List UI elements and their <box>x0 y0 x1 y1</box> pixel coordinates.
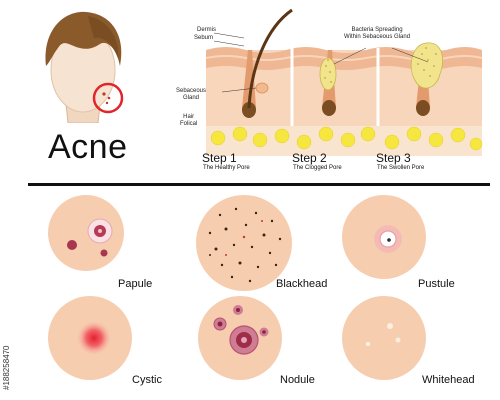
hair-shade <box>88 16 119 58</box>
blackhead-red-dots <box>225 220 263 256</box>
bacteria-leader <box>391 47 429 63</box>
type-label-blackhead: Blackhead <box>276 278 328 290</box>
acne-dot <box>107 96 111 100</box>
swollen-pore-3 <box>410 42 443 89</box>
hair-follicle-1 <box>242 50 256 114</box>
bacteria-dots-3 <box>417 47 437 77</box>
blackhead-dots <box>208 207 282 283</box>
hair-strand-1 <box>247 8 293 109</box>
type-label-nodule: Nodule <box>280 374 315 386</box>
follicle-bulb-1 <box>242 102 256 118</box>
sebaceous-gland-label: Sebaceous Gland <box>176 88 207 101</box>
hair-follicle-label: Hair Folical <box>180 114 198 127</box>
type-label-cystic: Cystic <box>132 374 162 386</box>
sebaceous-gland-1 <box>255 82 269 94</box>
dermis-label: Dermis <box>197 27 216 33</box>
cystic-circle <box>48 296 132 380</box>
follicle-bulb-3 <box>416 100 430 116</box>
bacteria-leader <box>333 47 367 65</box>
whitehead-circle <box>342 296 426 380</box>
blackhead-circle <box>196 195 292 291</box>
pustule-circle <box>342 195 426 279</box>
dermis-leader <box>213 32 245 39</box>
head-illustration <box>45 11 124 123</box>
follicle-bulb-2 <box>322 100 336 116</box>
step-1-title: Step 1 <box>202 151 237 165</box>
type-label-papule: Papule <box>118 278 153 290</box>
skin-cross-section <box>205 8 483 156</box>
step-3-subtitle: The Swollen Pore <box>377 165 425 171</box>
step-2-title: Step 2 <box>292 151 327 165</box>
sebaceous-leader <box>221 87 257 93</box>
sebum-label: Sebum <box>194 35 214 41</box>
sebum-plug-2 <box>319 57 337 91</box>
nodule-circle <box>198 296 282 380</box>
papule-circle <box>48 195 124 271</box>
fat-cells <box>210 126 483 151</box>
stock-id-text: #188258470 <box>2 345 11 391</box>
highlight-ring <box>92 82 124 114</box>
stock-id: #188258470 <box>2 290 12 391</box>
page-title: Acne <box>48 128 128 166</box>
step-1-subtitle: The Healthy Pore <box>203 165 250 171</box>
step-2-subtitle: The Clogged Pore <box>293 165 342 171</box>
type-label-whitehead: Whitehead <box>422 374 475 386</box>
acne-dot <box>105 101 109 105</box>
section-divider <box>28 183 490 186</box>
bacteria-label: Bacteria Spreading Within Sebaceous Glan… <box>344 27 411 40</box>
acne-dot <box>102 92 106 96</box>
sebum-leader <box>213 40 245 47</box>
step-3-title: Step 3 <box>376 151 411 165</box>
type-label-pustule: Pustule <box>418 278 455 290</box>
bacteria-dots-2 <box>324 59 332 83</box>
